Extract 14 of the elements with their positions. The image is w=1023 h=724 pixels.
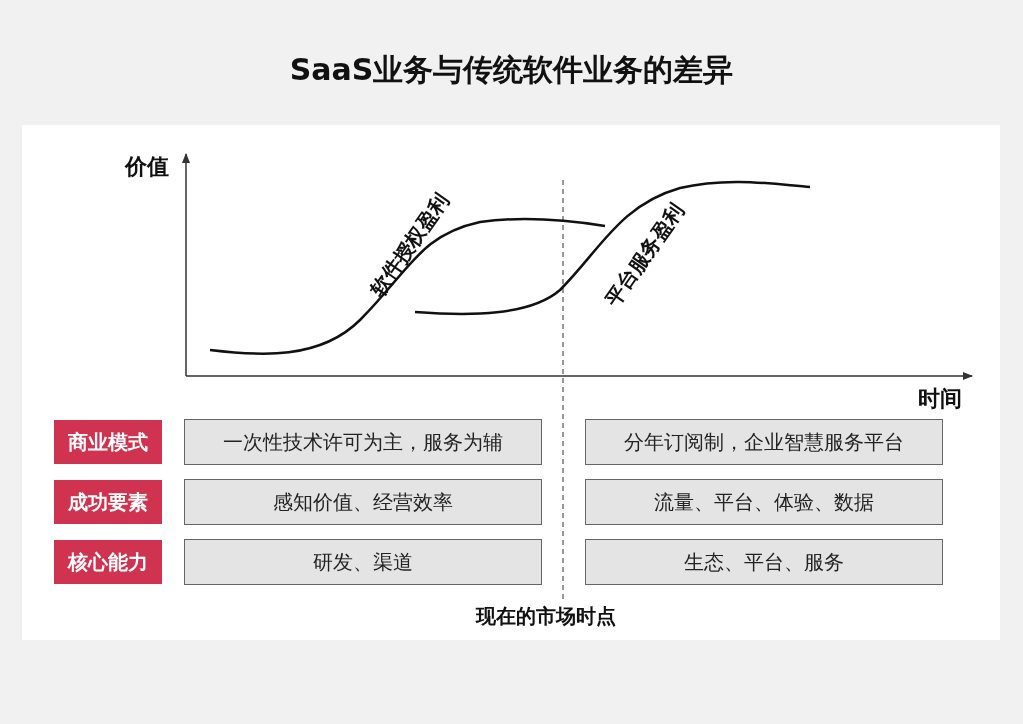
table-cell: 分年订阅制，企业智慧服务平台 — [585, 419, 943, 465]
table-cell: 流量、平台、体验、数据 — [585, 479, 943, 525]
row-header: 成功要素 — [54, 480, 162, 524]
title: SaaS业务与传统软件业务的差异 — [288, 51, 735, 89]
table-cell: 生态、平台、服务 — [585, 539, 943, 585]
curve-label: 平台服务盈利 — [599, 198, 690, 312]
table-cell: 一次性技术许可为主，服务为辅 — [184, 419, 542, 465]
row-header: 核心能力 — [54, 540, 162, 584]
annotation-text: 现在的市场时点 — [476, 603, 616, 630]
table-cell: 研发、渠道 — [184, 539, 542, 585]
axis-label: 价值 — [125, 153, 169, 181]
row-header: 商业模式 — [54, 420, 162, 464]
axis-label: 时间 — [918, 385, 962, 413]
table-cell: 感知价值、经营效率 — [184, 479, 542, 525]
